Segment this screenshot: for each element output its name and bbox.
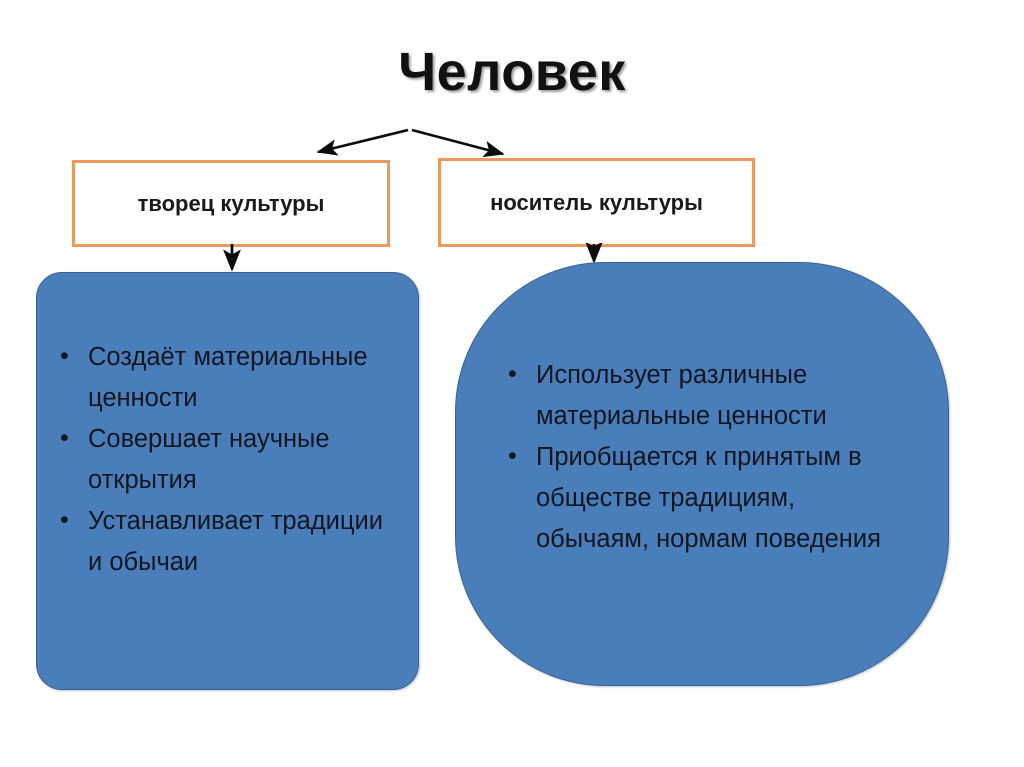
list-item: Устанавливает традиции и обычаи bbox=[54, 500, 394, 583]
list-item: Приобщается к принятым в обществе традиц… bbox=[502, 436, 894, 560]
bullet-list-creator: Создаёт материальные ценности Совершает … bbox=[54, 336, 394, 583]
branch-box-creator-label: творец культуры bbox=[137, 190, 325, 216]
list-item: Совершает научные открытия bbox=[54, 418, 394, 501]
branch-box-creator[interactable]: творец культуры bbox=[72, 160, 390, 247]
page-title: Человек bbox=[398, 42, 626, 102]
list-item: Создаёт материальные ценности bbox=[54, 336, 394, 419]
branch-box-bearer-label: носитель культуры bbox=[490, 189, 703, 215]
branch-box-bearer[interactable]: носитель культуры bbox=[438, 158, 755, 247]
bullet-list-bearer: Использует различные материальные ценнос… bbox=[502, 354, 894, 560]
list-item: Использует различные материальные ценнос… bbox=[502, 354, 894, 437]
